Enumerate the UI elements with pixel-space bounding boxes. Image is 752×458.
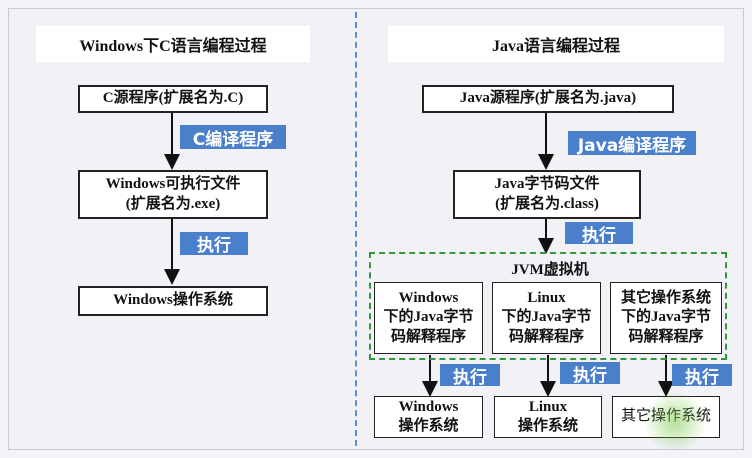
other-interpreter-line2: 下的Java字节 [620,309,711,326]
windows-interpreter-line3: 码解释程序 [390,328,466,345]
java-compile-label: Java编译程序 [568,131,696,156]
other-os-interpreter-box: 其它操作系统 下的Java字节 码解释程序 [610,282,722,354]
bottom-execute-label-3: 执行 [672,364,732,388]
jvm-title: JVM虚拟机 [511,262,589,278]
section-divider [355,12,357,446]
c-compile-label: C编译程序 [180,125,286,150]
c-source-box: C源程序(扩展名为.C) [78,85,268,113]
java-source-box: Java源程序(扩展名为.java) [422,85,674,113]
watermark-logo [645,393,705,451]
exe-file-line2: (扩展名为.exe) [125,195,221,212]
other-interpreter-line1: 其它操作系统 [620,289,711,306]
other-interpreter-line3: 码解释程序 [628,328,704,345]
class-file-line2: (扩展名为.class) [495,195,599,212]
linux-os-result-line1: Linux [528,398,568,415]
right-execute-label: 执行 [565,222,633,246]
jvm-container [369,252,727,360]
windows-os-result-line1: Windows [398,398,459,415]
linux-interpreter-line1: Linux [527,289,566,306]
right-header: Java语言编程过程 [388,26,724,62]
linux-interpreter-box: Linux 下的Java字节 码解释程序 [492,282,601,354]
windows-os-result-line2: 操作系统 [398,418,459,434]
windows-os-box: Windows操作系统 [78,286,268,316]
left-header: Windows下C语言编程过程 [36,26,310,62]
linux-os-result-line2: 操作系统 [517,418,578,434]
linux-interpreter-line3: 码解释程序 [508,328,584,345]
bottom-execute-label-2: 执行 [560,362,620,386]
exe-file-line1: Windows可执行文件 [105,176,241,192]
linux-os-result-box: Linux 操作系统 [494,396,602,438]
windows-os-text: Windows操作系统 [113,292,233,309]
java-source-text: Java源程序(扩展名为.java) [459,90,637,107]
class-file-box: Java字节码文件 (扩展名为.class) [453,170,641,219]
windows-interpreter-box: Windows 下的Java字节 码解释程序 [374,282,483,354]
c-source-text: C源程序(扩展名为.C) [102,90,244,107]
class-file-line1: Java字节码文件 [494,176,600,192]
left-execute-label: 执行 [180,232,248,256]
linux-interpreter-line2: 下的Java字节 [501,309,592,326]
exe-file-box: Windows可执行文件 (扩展名为.exe) [78,170,268,219]
windows-interpreter-line2: 下的Java字节 [383,309,474,326]
bottom-execute-label-1: 执行 [440,364,500,388]
windows-interpreter-line1: Windows [398,289,459,306]
windows-os-result-box: Windows 操作系统 [374,396,483,438]
